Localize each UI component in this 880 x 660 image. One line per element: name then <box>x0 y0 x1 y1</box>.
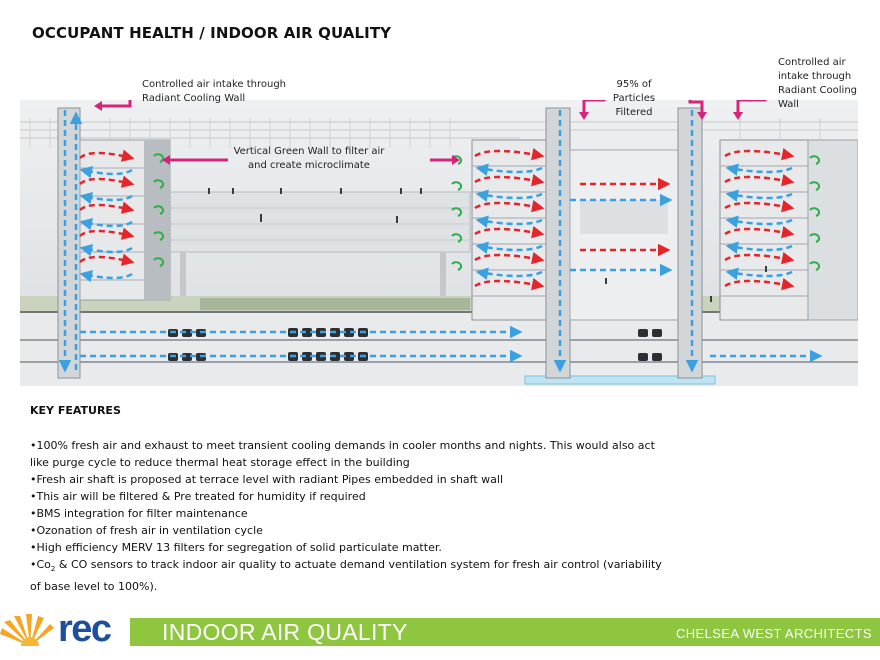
feature-item: •100% fresh air and exhaust to meet tran… <box>30 439 655 469</box>
footer-title: INDOOR AIR QUALITY <box>162 619 408 645</box>
firm-name: CHELSEA WEST ARCHITECTS <box>675 626 872 641</box>
page-title: OCCUPANT HEALTH / INDOOR AIR QUALITY <box>32 24 392 42</box>
floor-loops-right <box>724 147 795 291</box>
feature-item: •High efficiency MERV 13 filters for seg… <box>30 541 442 554</box>
right-building <box>719 139 858 321</box>
annotation-green-wall: Vertical Green Wall to filter air and cr… <box>233 146 385 171</box>
floor-loops-left <box>79 149 135 283</box>
feature-item: •Fresh air shaft is proposed at terrace … <box>30 473 503 486</box>
feature-item: •This air will be filtered & Pre treated… <box>30 490 366 503</box>
feature-item: •Co2 & CO sensors to track indoor air qu… <box>30 558 662 594</box>
annotation-particles-filtered: 95% of Particles Filtered <box>612 79 656 118</box>
floor-loops-middle <box>474 147 671 291</box>
building-section-diagram <box>20 100 858 386</box>
key-features-list: •100% fresh air and exhaust to meet tran… <box>30 437 730 595</box>
feature-item: •BMS integration for filter maintenance <box>30 507 248 520</box>
rec-logo-sunburst <box>0 614 54 646</box>
annotation-intake-left: Controlled air intake through Radiant Co… <box>142 79 287 104</box>
footer-banner: INDOOR AIR QUALITY CHELSEA WEST ARCHITEC… <box>130 618 880 646</box>
rec-logo-text: rec <box>58 608 112 650</box>
key-features-heading: KEY FEATURES <box>30 404 121 417</box>
cool-air-flow <box>58 110 823 373</box>
feature-item: •Ozonation of fresh air in ventilation c… <box>30 524 263 537</box>
annotation-pointers <box>102 100 767 162</box>
annotation-intake-right: Controlled air intake through Radiant Co… <box>778 57 858 110</box>
